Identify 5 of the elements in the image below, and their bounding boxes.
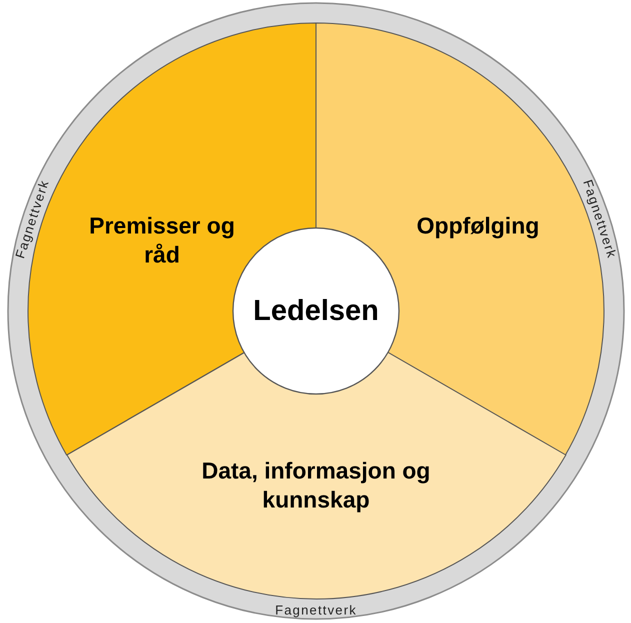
sector-label: Premisser og råd bbox=[88, 211, 236, 269]
sector-label: Oppfølging bbox=[416, 212, 540, 240]
sector-label: Data, informasjon og kunnskap bbox=[200, 456, 432, 514]
ring-label: Fagnettverk bbox=[275, 603, 357, 616]
center-label: Ledelsen bbox=[253, 294, 379, 329]
